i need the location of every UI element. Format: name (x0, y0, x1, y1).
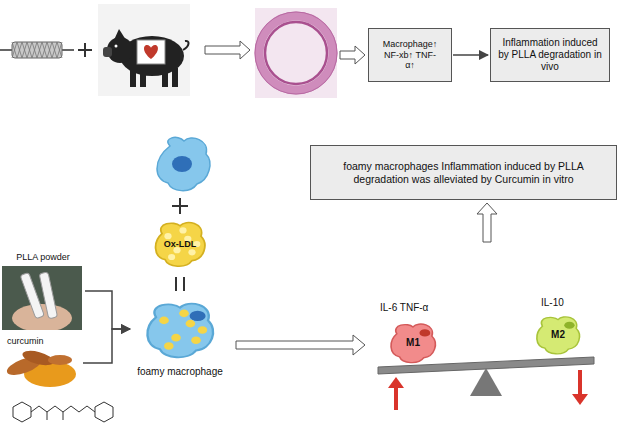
pig-ear (114, 29, 126, 40)
histology-background (255, 8, 337, 98)
block-arrow (205, 41, 250, 59)
cytokine-label: IL-6 TNF-α (380, 302, 428, 313)
block-arrow (340, 46, 365, 64)
plus-symbol (84, 43, 86, 57)
increase-arrow (388, 377, 404, 388)
increase-arrow (394, 386, 398, 410)
cell-node: M2 (532, 313, 584, 357)
stent-body (12, 42, 62, 58)
cell-shape (140, 298, 220, 362)
connector-arrow (83, 329, 130, 363)
carbon-chain (31, 406, 95, 412)
node-label: M2 (551, 329, 565, 341)
vessel-lumen (265, 22, 327, 84)
plus-symbol (179, 198, 181, 214)
connector-arrow (85, 291, 130, 329)
pig-leg (172, 68, 178, 87)
box-text: foamy macrophages Inflammation induced b… (317, 160, 610, 185)
stent-mesh (12, 42, 62, 58)
material-photo: PLLA powder (2, 252, 84, 330)
benzene-ring (13, 402, 31, 422)
cell-node: M1 (386, 320, 440, 366)
pig-leg (130, 68, 136, 87)
node-label: M1 (406, 337, 420, 349)
pig-background (98, 4, 190, 96)
connector-arrow (453, 54, 488, 56)
equals-symbol (183, 277, 185, 291)
node-label: Ox-LDL (164, 239, 197, 250)
pig-leg (140, 70, 146, 87)
node-label: foamy macrophage (132, 366, 228, 378)
box-text: Macrophage↑ NF-xb↑ TNF-α↑ (380, 39, 440, 71)
foam-cell-node: foamy macrophage (132, 296, 228, 396)
block-arrow (236, 335, 365, 355)
plla-photo (2, 266, 82, 330)
benzene-ring (95, 402, 113, 422)
pig-leg (162, 70, 168, 87)
equals-symbol (175, 277, 177, 291)
decrease-arrow (572, 394, 588, 405)
decrease-arrow (578, 370, 582, 396)
pig-tail (183, 41, 189, 50)
process-box: foamy macrophages Inflammation induced b… (310, 145, 617, 200)
vessel-adventitia (255, 12, 337, 94)
balance-fulcrum (470, 368, 502, 396)
pig-snout (103, 47, 112, 57)
material-photo: curcumin (2, 334, 82, 392)
pig-eye (115, 45, 118, 48)
node-label: curcumin (5, 336, 46, 347)
stent-mesh (12, 42, 62, 58)
block-arrow (477, 203, 497, 242)
vessel-ring (259, 16, 333, 90)
box-text: Inflammation induced by PLLA degradation… (497, 37, 603, 73)
cell-node: Ox-LDL (150, 218, 210, 270)
macrophage-cell (157, 137, 210, 190)
macrophage-nucleus (172, 156, 192, 172)
heart-icon (144, 45, 158, 59)
heart-inset (137, 40, 165, 64)
cytokine-label: IL-10 (541, 297, 564, 308)
process-box: Inflammation induced by PLLA degradation… (490, 28, 610, 82)
carbonyl-bond (47, 412, 48, 420)
carbonyl-bond (63, 412, 64, 420)
node-label: PLLA powder (2, 252, 84, 263)
process-box: Macrophage↑ NF-xb↑ TNF-α↑ (368, 28, 452, 82)
